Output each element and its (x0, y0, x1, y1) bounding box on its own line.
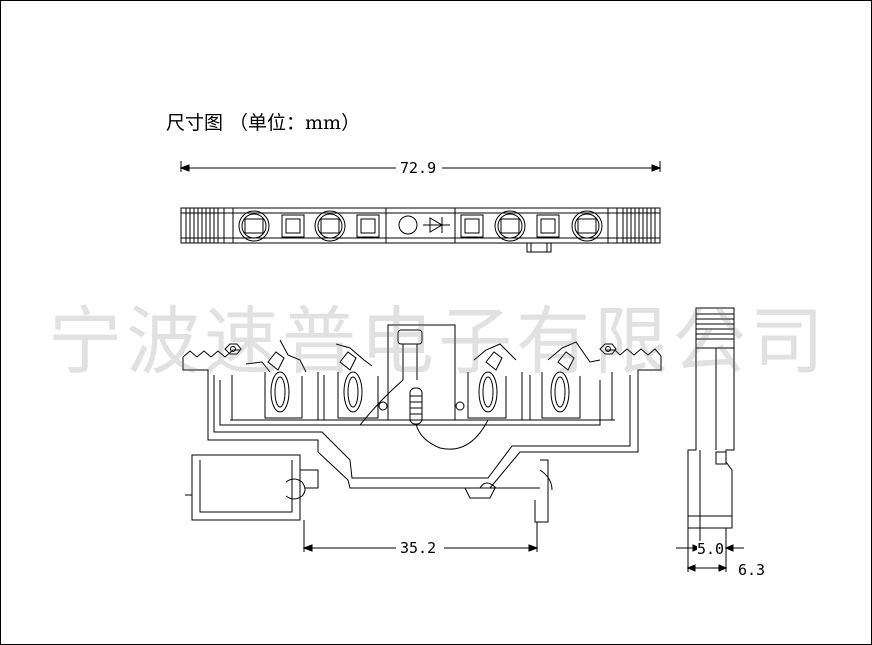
latch-foot-top (526, 242, 552, 253)
dimension-label-overall: 72.9 (400, 159, 437, 177)
release-button (460, 214, 484, 238)
front-view (182, 324, 662, 552)
led-window (398, 215, 418, 235)
resistor-icon (409, 387, 423, 425)
diode-icon (423, 217, 450, 233)
led-cap (397, 329, 423, 345)
drawing-title: 尺寸图 （单位：mm） (166, 112, 361, 134)
center-housing (359, 324, 489, 450)
spring-clamp-right-2 (529, 341, 613, 421)
round-port (314, 210, 346, 242)
round-port (571, 210, 603, 242)
hex-screw (599, 343, 617, 355)
dimension-label-side-inner: 5.0 (697, 540, 725, 558)
dimension-label-rail-pitch: 35.2 (400, 539, 437, 557)
release-button (356, 214, 380, 238)
company-watermark: 宁波速普电子有限公司 (48, 299, 828, 385)
dimension-label-side-outer: 6.3 (738, 561, 766, 579)
release-button (536, 214, 560, 238)
spring-clamp-left-1 (231, 339, 319, 421)
rail-foot (185, 454, 553, 523)
end-ribs-left (185, 208, 234, 243)
terminal-body-top (180, 207, 661, 244)
end-ribs-right (607, 208, 656, 243)
dimension-rail-pitch (302, 520, 539, 552)
hex-screw (224, 343, 242, 355)
release-button (281, 214, 305, 238)
side-view-top (695, 307, 735, 349)
side-view (676, 307, 744, 572)
round-port (494, 210, 526, 242)
top-view (179, 161, 662, 253)
round-port (238, 210, 270, 242)
